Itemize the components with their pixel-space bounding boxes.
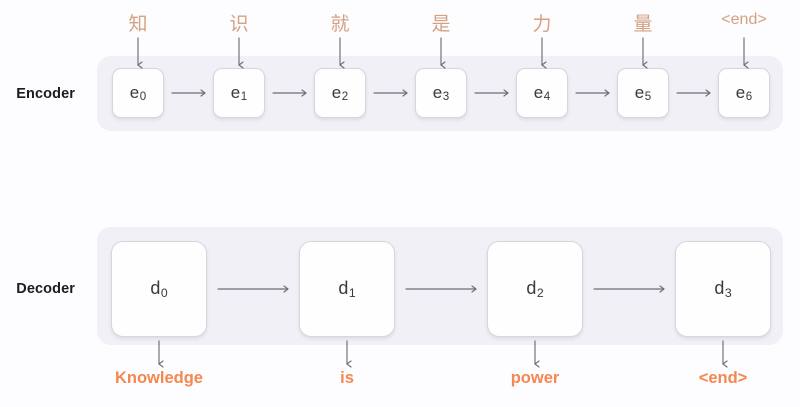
encoder-input-token-2: 就	[295, 9, 385, 36]
encoder-cell-2[interactable]: e2	[314, 68, 366, 118]
encoder-cell-6-label: e6	[736, 83, 752, 104]
decoder-cell-0-label: d0	[150, 278, 167, 300]
encoder-cell-2-sub: 2	[341, 91, 349, 104]
encoder-cell-2-label: e2	[332, 83, 348, 104]
decoder-output-token-2: power	[445, 369, 625, 388]
encoder-cell-1[interactable]: e1	[213, 68, 265, 118]
decoder-cell-3[interactable]: d3	[675, 241, 771, 337]
encoder-cell-5-label: e5	[635, 83, 651, 104]
decoder-output-token-0-text: Knowledge	[114, 369, 203, 387]
decoder-cell-1-sub: 1	[348, 285, 356, 300]
encoder-input-token-0: 知	[93, 9, 183, 36]
decoder-output-token-0: Knowledge	[69, 369, 249, 388]
decoder-output-token-1-text: is	[340, 369, 354, 387]
decoder-output-token-2-text: power	[510, 369, 560, 387]
encoder-cell-6[interactable]: e6	[718, 68, 770, 118]
decoder-cell-2-sub: 2	[536, 285, 544, 300]
decoder-output-token-3-text: <end>	[698, 369, 748, 387]
encoder-cell-2-base: e	[331, 82, 342, 102]
decoder-cell-0-base: d	[150, 278, 161, 299]
decoder-cell-3-base: d	[714, 278, 725, 299]
decoder-cell-1-label: d1	[338, 278, 355, 300]
encoder-cell-3[interactable]: e3	[415, 68, 467, 118]
encoder-cell-5-base: e	[634, 82, 645, 102]
encoder-cell-0-sub: 0	[139, 91, 147, 104]
encoder-cell-3-base: e	[432, 82, 443, 102]
encoder-cell-3-label: e3	[433, 83, 449, 104]
encoder-cell-5-sub: 5	[644, 91, 652, 104]
decoder-output-token-3: <end>	[633, 369, 800, 388]
encoder-cell-3-sub: 3	[442, 91, 450, 104]
encoder-input-token-2-text: 就	[330, 14, 350, 35]
decoder-cell-3-label: d3	[714, 278, 731, 300]
encoder-cell-4-base: e	[533, 82, 544, 102]
encoder-cell-0-label: e0	[130, 83, 146, 104]
encoder-input-token-1-text: 识	[229, 14, 249, 35]
encoder-cell-1-label: e1	[231, 83, 247, 104]
encoder-input-token-3-text: 是	[431, 14, 451, 35]
encoder-input-token-3: 是	[396, 9, 486, 36]
encoder-input-token-6: <end>	[699, 11, 789, 29]
decoder-cell-3-sub: 3	[724, 285, 732, 300]
decoder-cell-2-base: d	[526, 278, 537, 299]
encoder-cell-4-sub: 4	[543, 91, 551, 104]
decoder-cell-0-sub: 0	[160, 285, 168, 300]
encoder-cell-4[interactable]: e4	[516, 68, 568, 118]
encoder-input-token-5-text: 量	[633, 14, 653, 35]
decoder-cell-0[interactable]: d0	[111, 241, 207, 337]
decoder-cell-1[interactable]: d1	[299, 241, 395, 337]
encoder-input-token-4: 力	[497, 9, 587, 36]
encoder-input-token-4-text: 力	[532, 14, 552, 35]
encoder-cell-4-label: e4	[534, 83, 550, 104]
decoder-cell-2[interactable]: d2	[487, 241, 583, 337]
encoder-cell-1-sub: 1	[240, 91, 248, 104]
encoder-cell-5[interactable]: e5	[617, 68, 669, 118]
encoder-cell-0[interactable]: e0	[112, 68, 164, 118]
encoder-input-token-5: 量	[598, 9, 688, 36]
encoder-cell-6-base: e	[735, 82, 746, 102]
decoder-row-label: Decoder	[16, 281, 75, 297]
decoder-cell-1-base: d	[338, 278, 349, 299]
encoder-input-token-1: 识	[194, 9, 284, 36]
decoder-cell-2-label: d2	[526, 278, 543, 300]
decoder-band	[97, 227, 783, 345]
decoder-output-token-1: is	[257, 369, 437, 388]
encoder-cell-1-base: e	[230, 82, 241, 102]
encoder-cell-6-sub: 6	[745, 91, 753, 104]
encoder-input-token-0-text: 知	[128, 14, 148, 35]
encoder-input-token-6-text: <end>	[721, 11, 767, 28]
encoder-row-label: Encoder	[16, 86, 75, 102]
encoder-cell-0-base: e	[129, 82, 140, 102]
